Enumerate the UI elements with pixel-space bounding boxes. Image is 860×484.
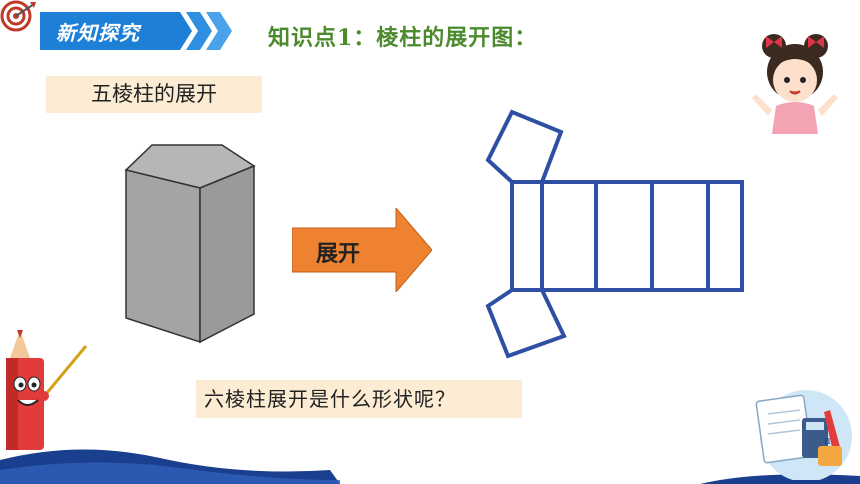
prism-net — [485, 109, 744, 359]
section-heading: 知识点1：棱柱的展开图： — [268, 25, 538, 51]
question-text: 六棱柱展开是什么形状呢？ — [204, 387, 456, 411]
pentagonal-prism — [124, 144, 256, 344]
math-tools-icon: π — [755, 390, 852, 480]
header-banner — [40, 12, 232, 50]
target-icon — [0, 0, 36, 32]
pencil-mascot — [6, 330, 88, 450]
arrow-label: 展开 — [316, 242, 361, 267]
subtitle-box — [46, 76, 262, 113]
svg-text:π: π — [824, 436, 831, 447]
unfold-arrow — [292, 208, 432, 292]
header-title: 新知探究 — [56, 21, 140, 45]
question-box — [196, 380, 522, 418]
subtitle-text: 五棱柱的展开 — [91, 82, 217, 106]
girl-character — [752, 34, 838, 134]
wave-decoration — [0, 449, 860, 484]
